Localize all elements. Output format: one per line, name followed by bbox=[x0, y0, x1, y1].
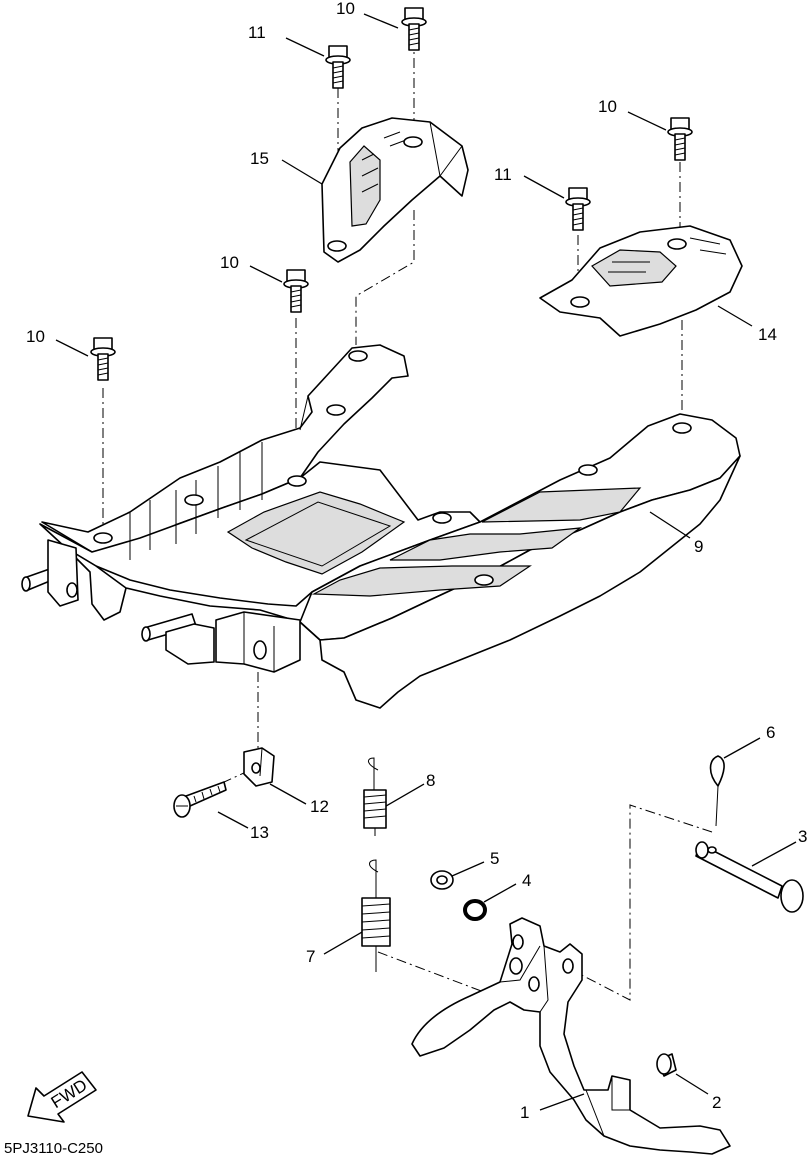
bolt-10-left bbox=[90, 337, 116, 381]
callout-label: 11 bbox=[494, 165, 512, 184]
spring-7 bbox=[361, 859, 391, 972]
main-frame bbox=[21, 344, 741, 709]
o-ring-4 bbox=[463, 899, 487, 921]
callout-label: 13 bbox=[250, 823, 269, 842]
callout-label: 10 bbox=[598, 97, 617, 116]
washer-5 bbox=[430, 870, 454, 890]
callout-label: 9 bbox=[694, 537, 703, 556]
callout-label: 2 bbox=[712, 1093, 721, 1112]
callout-labels: 10 11 15 10 10 10 11 14 9 6 3 8 12 13 5 … bbox=[26, 0, 807, 1122]
cover-15 bbox=[321, 117, 469, 263]
callout-label: 10 bbox=[220, 253, 239, 272]
callout-label: 1 bbox=[520, 1103, 529, 1122]
spring-8 bbox=[363, 757, 387, 836]
callout-label: 11 bbox=[248, 23, 266, 42]
callout-label: 6 bbox=[766, 723, 775, 742]
callout-label: 4 bbox=[522, 871, 531, 890]
callout-label: 10 bbox=[336, 0, 355, 18]
collar-2 bbox=[656, 1053, 677, 1077]
callout-label: 14 bbox=[758, 325, 777, 344]
clip-nut-12 bbox=[243, 747, 275, 787]
fwd-arrow-icon: FWD bbox=[27, 1071, 97, 1123]
callout-label: 3 bbox=[798, 827, 807, 846]
bolt-10-middle bbox=[283, 269, 309, 313]
bolt-11-right bbox=[565, 187, 591, 231]
diagram-code: 5PJ3110-C250 bbox=[4, 1140, 103, 1157]
shaft-3 bbox=[695, 841, 804, 913]
bolt-10-top bbox=[401, 7, 427, 51]
callout-label: 8 bbox=[426, 771, 435, 790]
bolt-11-top bbox=[325, 45, 351, 89]
callout-label: 7 bbox=[306, 947, 315, 966]
screw-13 bbox=[173, 781, 227, 818]
bolt-10-right bbox=[667, 117, 693, 161]
callout-label: 15 bbox=[250, 149, 269, 168]
callout-label: 12 bbox=[310, 797, 329, 816]
cover-14 bbox=[539, 225, 743, 337]
main-stand-1 bbox=[411, 917, 731, 1155]
bolts bbox=[90, 7, 693, 381]
cotter-pin-6 bbox=[709, 755, 725, 827]
callout-label: 5 bbox=[490, 849, 499, 868]
leader-lines bbox=[55, 13, 797, 1111]
callout-label: 10 bbox=[26, 327, 45, 346]
